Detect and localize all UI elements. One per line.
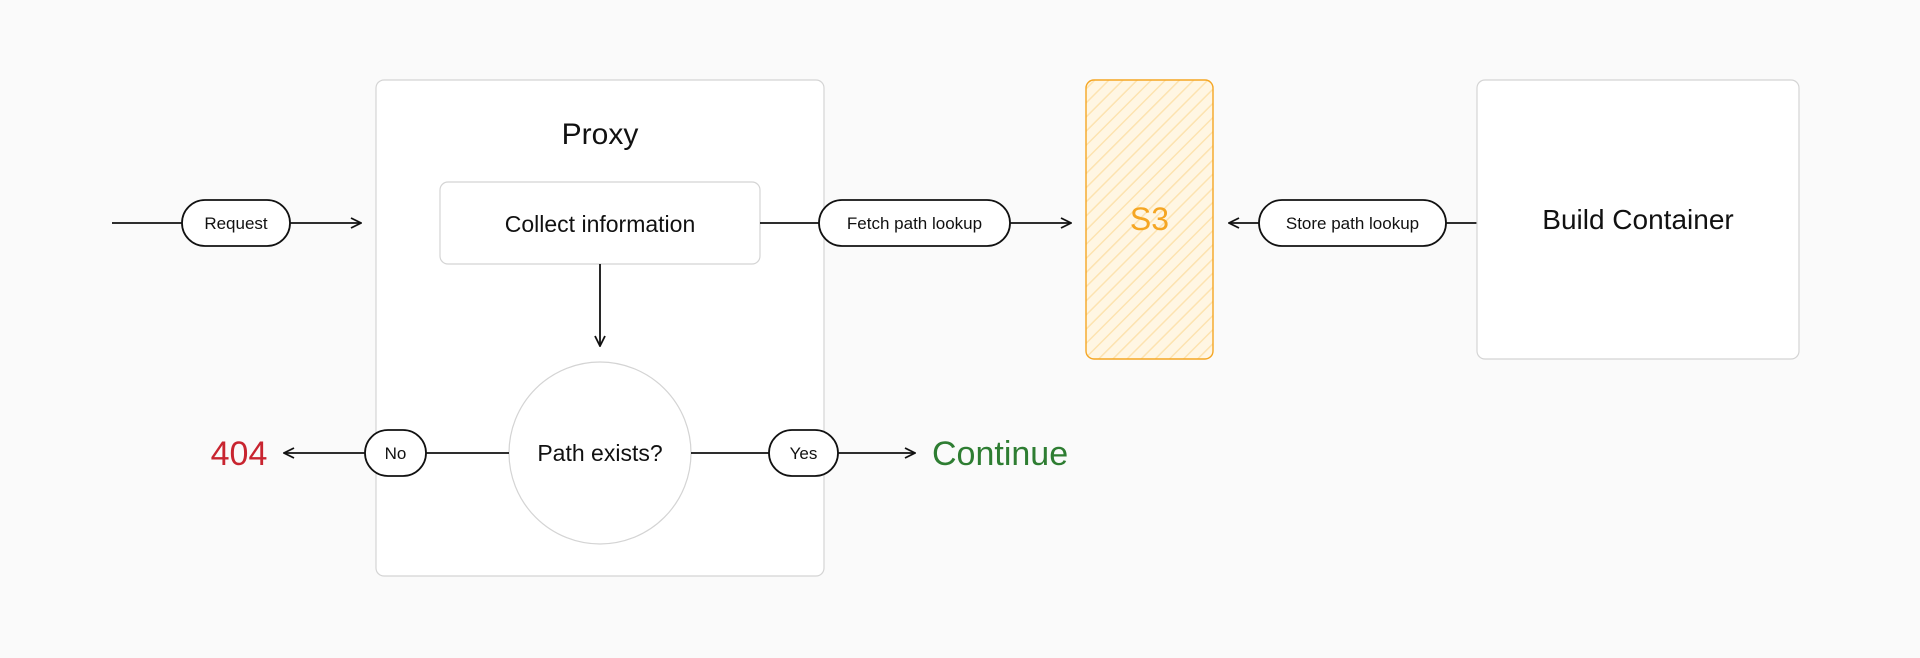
- collect-information-label: Collect information: [505, 211, 695, 237]
- yes-label: Yes: [790, 444, 818, 463]
- no-pill: [364, 429, 427, 477]
- path-exists-label: Path exists?: [537, 440, 662, 466]
- no-label: No: [385, 444, 407, 463]
- not-found-404-label: 404: [211, 435, 268, 473]
- store-path-lookup-label: Store path lookup: [1286, 214, 1419, 233]
- fetch-path-lookup-pill: [818, 199, 1011, 247]
- build-container-box: [1476, 79, 1800, 360]
- request-pill: [181, 199, 291, 247]
- store-path-lookup-pill: [1258, 199, 1447, 247]
- s3-bucket-box: [1085, 79, 1214, 360]
- request-label: Request: [204, 214, 268, 233]
- proxy-title: Proxy: [562, 118, 639, 151]
- yes-pill: [768, 429, 839, 477]
- continue-label: Continue: [932, 435, 1068, 473]
- build-container-label: Build Container: [1542, 204, 1733, 235]
- fetch-path-lookup-label: Fetch path lookup: [847, 214, 982, 233]
- s3-label: S3: [1130, 201, 1169, 237]
